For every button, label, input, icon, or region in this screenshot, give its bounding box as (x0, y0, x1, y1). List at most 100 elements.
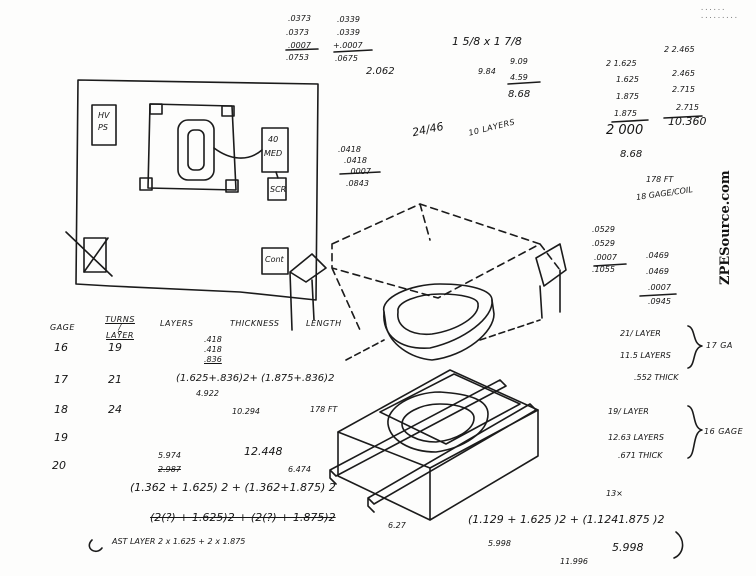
label-scr: SCR (270, 185, 287, 194)
wire-2 (275, 171, 279, 179)
bracket-br (225, 179, 239, 193)
value-6474: 6.474 (288, 465, 311, 474)
label-cont: Cont (265, 255, 284, 264)
value-5998-b: 5.998 (612, 541, 644, 554)
sum2-line1: .0339 (337, 15, 360, 24)
sum1-line3: .0007 (288, 41, 311, 50)
sum3-line2: 9.09 (510, 57, 528, 66)
sum4-line4: 1.875 (614, 109, 637, 118)
sum2-line3: +.0007 (333, 41, 363, 50)
turns-19: 19 (108, 341, 122, 354)
sum4-line1: 2 1.625 (606, 59, 637, 68)
formula-3-struck: (2(?) + 1.625)2 + (2(?) + 1.875)2 (150, 511, 336, 524)
value-4922: 4.922 (196, 389, 219, 398)
thick-line1: .418 (204, 335, 222, 344)
sum3-line1: 9.84 (478, 67, 496, 76)
stack1-line3: .0007 (348, 167, 371, 176)
header-thickness: THICKNESS (230, 319, 280, 328)
bracket-bl (139, 177, 153, 191)
fraction-note: 1 5/8 x 1 7/8 (452, 35, 522, 48)
bracket-tl (149, 103, 163, 115)
dashed-frame (331, 203, 561, 331)
sum-line-1 (285, 48, 319, 51)
note-17-thick: .552 THICK (634, 373, 679, 382)
stack3-line4: .0945 (648, 297, 671, 306)
brace-17 (687, 325, 703, 369)
sum-line-2 (333, 49, 373, 53)
core-inner (187, 129, 205, 171)
label-ps: PS (98, 123, 108, 132)
sum-line-3 (507, 81, 541, 85)
sum5-line1: 2 2.465 (664, 45, 695, 54)
scr-box (267, 177, 287, 201)
corner-mark: ...... ......... (700, 4, 738, 20)
stack2-line3: .0007 (594, 253, 617, 262)
sum4-line3: 1.875 (616, 92, 639, 101)
gage-19: 19 (54, 431, 68, 444)
sum-line-4 (611, 115, 703, 123)
thick-line3: .836 (204, 355, 222, 364)
formula-2: (1.362 + 1.625) 2 + (1.362+1.875) 2 (130, 481, 336, 494)
value-5998-a: 5.998 (488, 539, 511, 548)
stack1-line1: .0418 (338, 145, 361, 154)
hv-ps-box (91, 104, 117, 146)
gage-17: 17 (54, 373, 68, 386)
sum2-line4: .0675 (335, 54, 358, 63)
bobbin-top-inner (397, 293, 479, 336)
note-13x: 13× (606, 489, 623, 498)
thick-line2: .418 (204, 345, 222, 354)
stack1-line4: .0843 (346, 179, 369, 188)
value-627: 6.27 (388, 521, 406, 530)
sum5-line3: 2.715 (672, 85, 695, 94)
sum5-line2: 2.465 (672, 69, 695, 78)
stack3-line3: .0007 (648, 283, 671, 292)
rail-left (329, 379, 507, 485)
cont-box (261, 247, 289, 275)
label-40: 40 (268, 135, 279, 144)
sum5-total: 10.360 (668, 115, 707, 128)
label-med: MED (264, 149, 283, 158)
core-outer (177, 119, 215, 181)
formula-1: (1.625+.836)2+ (1.875+.836)2 (176, 373, 335, 384)
gage-18: 18 (54, 403, 68, 416)
sum-line-7 (639, 293, 677, 297)
rail-right (367, 403, 537, 513)
bracket-tr (221, 105, 235, 117)
sum4-total: 2 000 (606, 123, 644, 138)
clamp-left (289, 253, 327, 331)
stack2-line2: .0529 (592, 239, 615, 248)
sum-line-6 (593, 263, 627, 267)
note-16-layer: 19/ LAYER (608, 407, 649, 416)
wire-1 (213, 147, 263, 159)
stack3-line1: .0469 (646, 251, 669, 260)
brace-16 (687, 405, 703, 459)
x-box (83, 237, 107, 273)
gage-20: 20 (52, 459, 66, 472)
sum3-line3: 4.59 (510, 73, 528, 82)
header-turns-layer: TURNS / LAYER (105, 315, 135, 340)
sum3-line4: 8.68 (508, 89, 531, 100)
gage-16: 16 (54, 341, 68, 354)
dash-connect (345, 319, 541, 361)
ast-layer-note: AST LAYER 2 x 1.625 + 2 x 1.875 (112, 537, 246, 546)
base-ring-outer (387, 391, 489, 453)
value-10294: 10.294 (232, 407, 260, 416)
note-16-thick: .671 THICK (618, 451, 663, 460)
core-plate (147, 103, 237, 191)
sum2-total: 2.062 (366, 66, 395, 77)
formula-4: (1.129 + 1.625 )2 + (1.1241.875 )2 (468, 513, 665, 526)
sum1-line4: .0753 (286, 53, 309, 62)
label-hv: HV (98, 111, 110, 120)
x-cross (65, 231, 113, 277)
note-178ft: 178 FT (646, 175, 674, 184)
header-gage: GAGE (50, 323, 75, 332)
turns-21: 21 (108, 373, 122, 386)
chassis-outline (75, 79, 319, 301)
value-2987: 2.987 (158, 465, 181, 474)
corner-curls (88, 531, 684, 559)
stack3-line2: .0469 (646, 267, 669, 276)
sum1-line1: .0373 (288, 14, 311, 23)
note-16-gage: 16 GAGE (704, 427, 744, 436)
note-16-layers: 12.63 LAYERS (608, 433, 664, 442)
